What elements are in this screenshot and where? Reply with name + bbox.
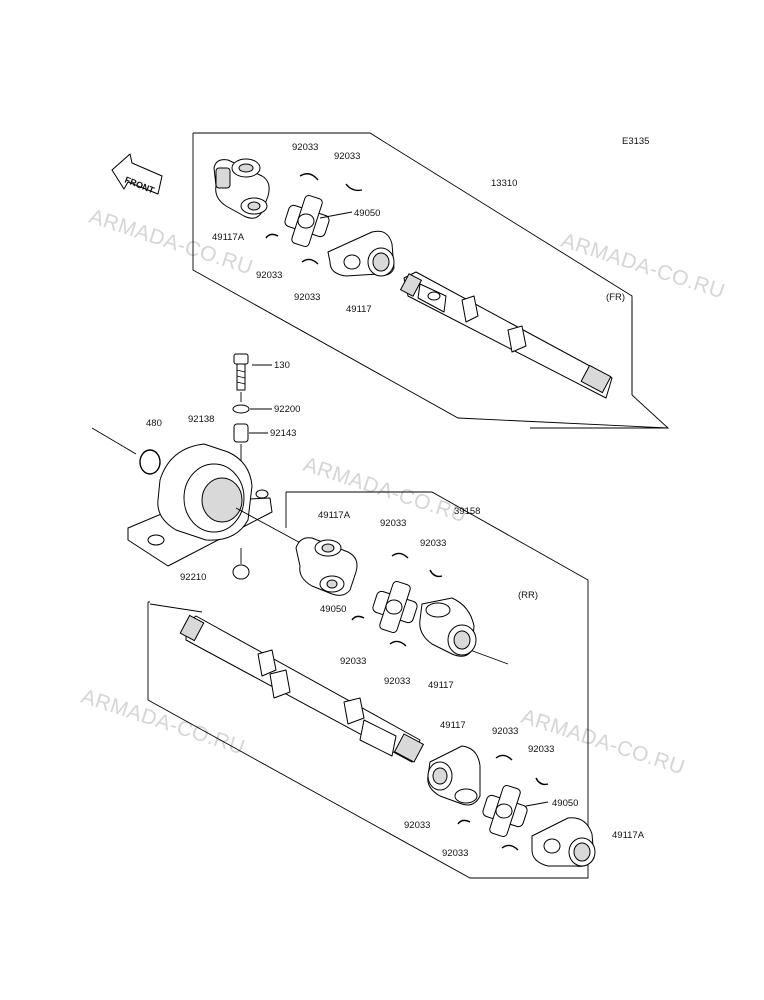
label-39158: 39158 <box>454 506 480 517</box>
label-92200: 92200 <box>274 404 300 415</box>
label-92033: 92033 <box>294 292 320 303</box>
label-13310: 13310 <box>491 178 517 189</box>
cross-49050-rear-1 <box>372 580 418 634</box>
label-130: 130 <box>274 360 290 371</box>
label-92033: 92033 <box>380 518 406 529</box>
label-49117: 49117 <box>346 304 372 315</box>
label-49050: 49050 <box>320 604 346 615</box>
label-92033: 92033 <box>404 820 430 831</box>
clip-92033-c <box>265 233 279 239</box>
label-92143: 92143 <box>270 428 296 439</box>
yoke-49117-front <box>327 230 395 277</box>
label-49117A: 49117A <box>318 510 351 521</box>
nut-92210 <box>232 564 250 580</box>
label-49117: 49117 <box>428 680 454 691</box>
front-arrow-icon: FRONT <box>111 153 163 196</box>
collar-92143 <box>233 423 249 443</box>
washer-92200 <box>232 404 250 414</box>
label-92138: 92138 <box>188 414 214 425</box>
yoke-49117-rear-2 <box>427 745 481 806</box>
clip-92033-a <box>299 173 319 181</box>
watermark-4: ARMADA-CO.RU <box>78 685 247 760</box>
section-rear-label: (RR) <box>518 590 538 601</box>
label-49117A: 49117A <box>212 232 245 243</box>
label-92033: 92033 <box>492 726 518 737</box>
yoke-49117-rear-1 <box>419 597 477 657</box>
shaft-13310 <box>399 271 613 399</box>
cross-49050-front <box>284 194 330 248</box>
front-shaft-group <box>192 132 670 429</box>
rear-shaft-group <box>147 491 596 879</box>
section-front-label: (FR) <box>606 292 625 303</box>
label-92033: 92033 <box>420 538 446 549</box>
ring-480 <box>139 449 161 475</box>
label-92033: 92033 <box>334 151 360 162</box>
label-49117: 49117 <box>440 720 466 731</box>
label-92033: 92033 <box>256 270 282 281</box>
label-480: 480 <box>146 418 162 429</box>
watermark-5: ARMADA-CO.RU <box>518 705 687 780</box>
center-bearing-group <box>91 353 273 580</box>
clip-92033-d <box>301 258 319 265</box>
label-49050: 49050 <box>552 798 578 809</box>
label-92210: 92210 <box>180 572 206 583</box>
label-49050: 49050 <box>354 208 380 219</box>
yoke-49117A-front <box>213 158 270 219</box>
label-92033: 92033 <box>384 676 410 687</box>
clip-92033-b <box>345 183 363 192</box>
diagram-code: E3135 <box>622 136 649 147</box>
label-92033: 92033 <box>292 142 318 153</box>
bolt-130 <box>233 353 249 391</box>
label-92033: 92033 <box>340 656 366 667</box>
label-49117A: 49117A <box>612 830 645 841</box>
housing-92138 <box>127 443 273 567</box>
yoke-49117A-rear <box>295 537 358 596</box>
label-92033: 92033 <box>442 848 468 859</box>
yoke-49117A-rear-2 <box>531 817 596 867</box>
shaft-39158 <box>179 614 425 763</box>
cross-49050-rear-2 <box>482 784 528 838</box>
label-92033: 92033 <box>528 744 554 755</box>
